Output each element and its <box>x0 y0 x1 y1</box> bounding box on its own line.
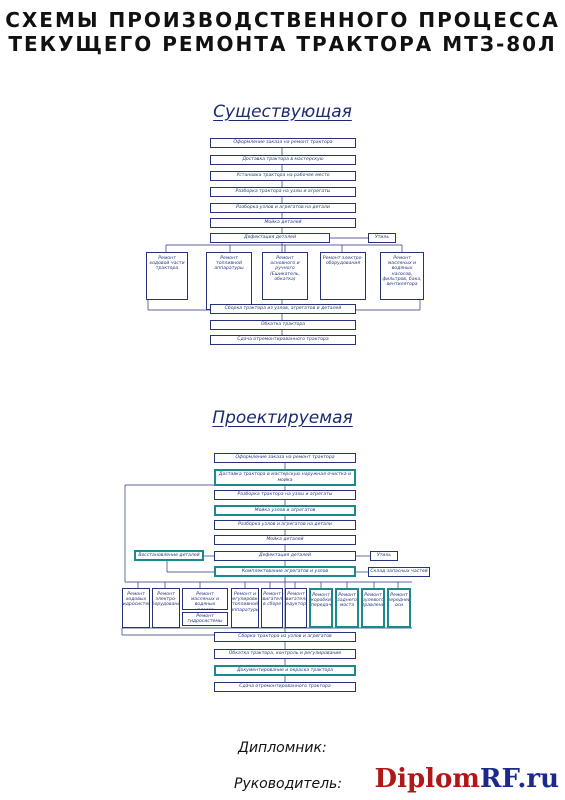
supervisor-signature-label: Руководитель: <box>234 776 343 792</box>
existing-step-9: Обкатка трактора <box>210 320 356 330</box>
proposed-step-5: Разборка узлов и агрегатов на детали <box>214 520 356 530</box>
existing-step-7: Дефектация деталей <box>210 233 330 243</box>
proposed-step-10: Документирование и окраска трактора <box>214 665 356 676</box>
proposed-heading: Проектируемая <box>212 408 353 428</box>
existing-step-1: Оформление заказа на ремонт трактора <box>210 138 356 148</box>
proposed-complect: Комплектование агрегатов и узлов <box>214 566 356 577</box>
proposed-repair-5: Ремонт двигателя в сборе <box>261 588 283 628</box>
proposed-step-11: Сдача отремонтированного трактора <box>214 682 356 692</box>
existing-heading: Существующая <box>213 102 352 122</box>
proposed-repair-9: Ремонт рулевого управления <box>361 588 385 628</box>
title-line-1: СХЕМЫ ПРОИЗВОДСТВЕННОГО ПРОЦЕССА <box>5 8 560 32</box>
proposed-repair-sub: Ремонт гидросистемы <box>182 612 228 626</box>
proposed-step-2: Доставка трактора в мастерскую наружная … <box>214 469 356 486</box>
existing-repair-1: Ремонт ходовой части трактора <box>146 252 188 300</box>
proposed-restore: Восстановление деталей <box>134 550 204 561</box>
proposed-repair-4: Ремонт и регулировка топливной аппаратур… <box>231 588 259 628</box>
proposed-repair-2: Ремонт электро-оборудования <box>152 588 180 628</box>
existing-step-2: Доставка трактора в мастерскую <box>210 155 356 165</box>
existing-step-5: Разборка узлов и агрегатов на детали <box>210 203 356 213</box>
existing-repair-5: Ремонт масляных и водяных насосов, фильт… <box>380 252 424 300</box>
proposed-step-6: Мойка деталей <box>214 535 356 545</box>
brand-watermark: DiplomRF.ru <box>375 764 559 794</box>
proposed-repair-1: Ремонт ходовых гидросистем <box>122 588 150 628</box>
proposed-repair-6: Ремонт двигателя, редуктора <box>285 588 307 628</box>
student-signature-label: Дипломник: <box>238 740 327 756</box>
proposed-step-8: Сборка трактора из узлов и агрегатов <box>214 632 356 642</box>
existing-repair-2: Ремонт топливной аппаратуры <box>206 252 252 310</box>
proposed-repair-10: Ремонт передней оси <box>387 588 411 628</box>
existing-step-3: Установка трактора на рабочее место <box>210 171 356 181</box>
proposed-step-7: Дефектация деталей <box>214 551 356 561</box>
title-line-2: ТЕКУЩЕГО РЕМОНТА ТРАКТОРА МТЗ-80Л <box>8 32 557 56</box>
existing-step-6: Мойка деталей <box>210 218 356 228</box>
existing-step-8: Сборка трактора из узлов, агрегатов и де… <box>210 304 356 314</box>
existing-repair-4: Ремонт электро- оборудования <box>320 252 366 300</box>
proposed-step-1: Оформление заказа на ремонт трактора <box>214 453 356 463</box>
proposed-warehouse: Склад запасных частей <box>368 567 430 577</box>
proposed-repair-8: Ремонт заднего моста <box>335 588 359 628</box>
existing-step-4: Разборка трактора на узлы и агрегаты <box>210 187 356 197</box>
existing-repair-3: Ремонт основного и ручного (Ешикатель, о… <box>262 252 308 300</box>
existing-step-10: Сдача отремонтированного трактора <box>210 335 356 345</box>
proposed-step-3: Разборка трактора на узлы и агрегаты <box>214 490 356 500</box>
proposed-repair-3: Ремонт масляных и водяных насосов, фильт… <box>182 588 228 610</box>
proposed-step-9: Обкатка трактора, контроль и регулирован… <box>214 649 356 659</box>
brand-part-1: Diplom <box>374 764 480 794</box>
proposed-scrap: Утиль <box>370 551 398 561</box>
existing-scrap: Утиль <box>368 233 396 243</box>
brand-part-2: RF.ru <box>479 764 559 794</box>
proposed-repair-7: Ремонт коробки передач <box>309 588 333 628</box>
proposed-step-4: Мойка узлов и агрегатов <box>214 505 356 516</box>
